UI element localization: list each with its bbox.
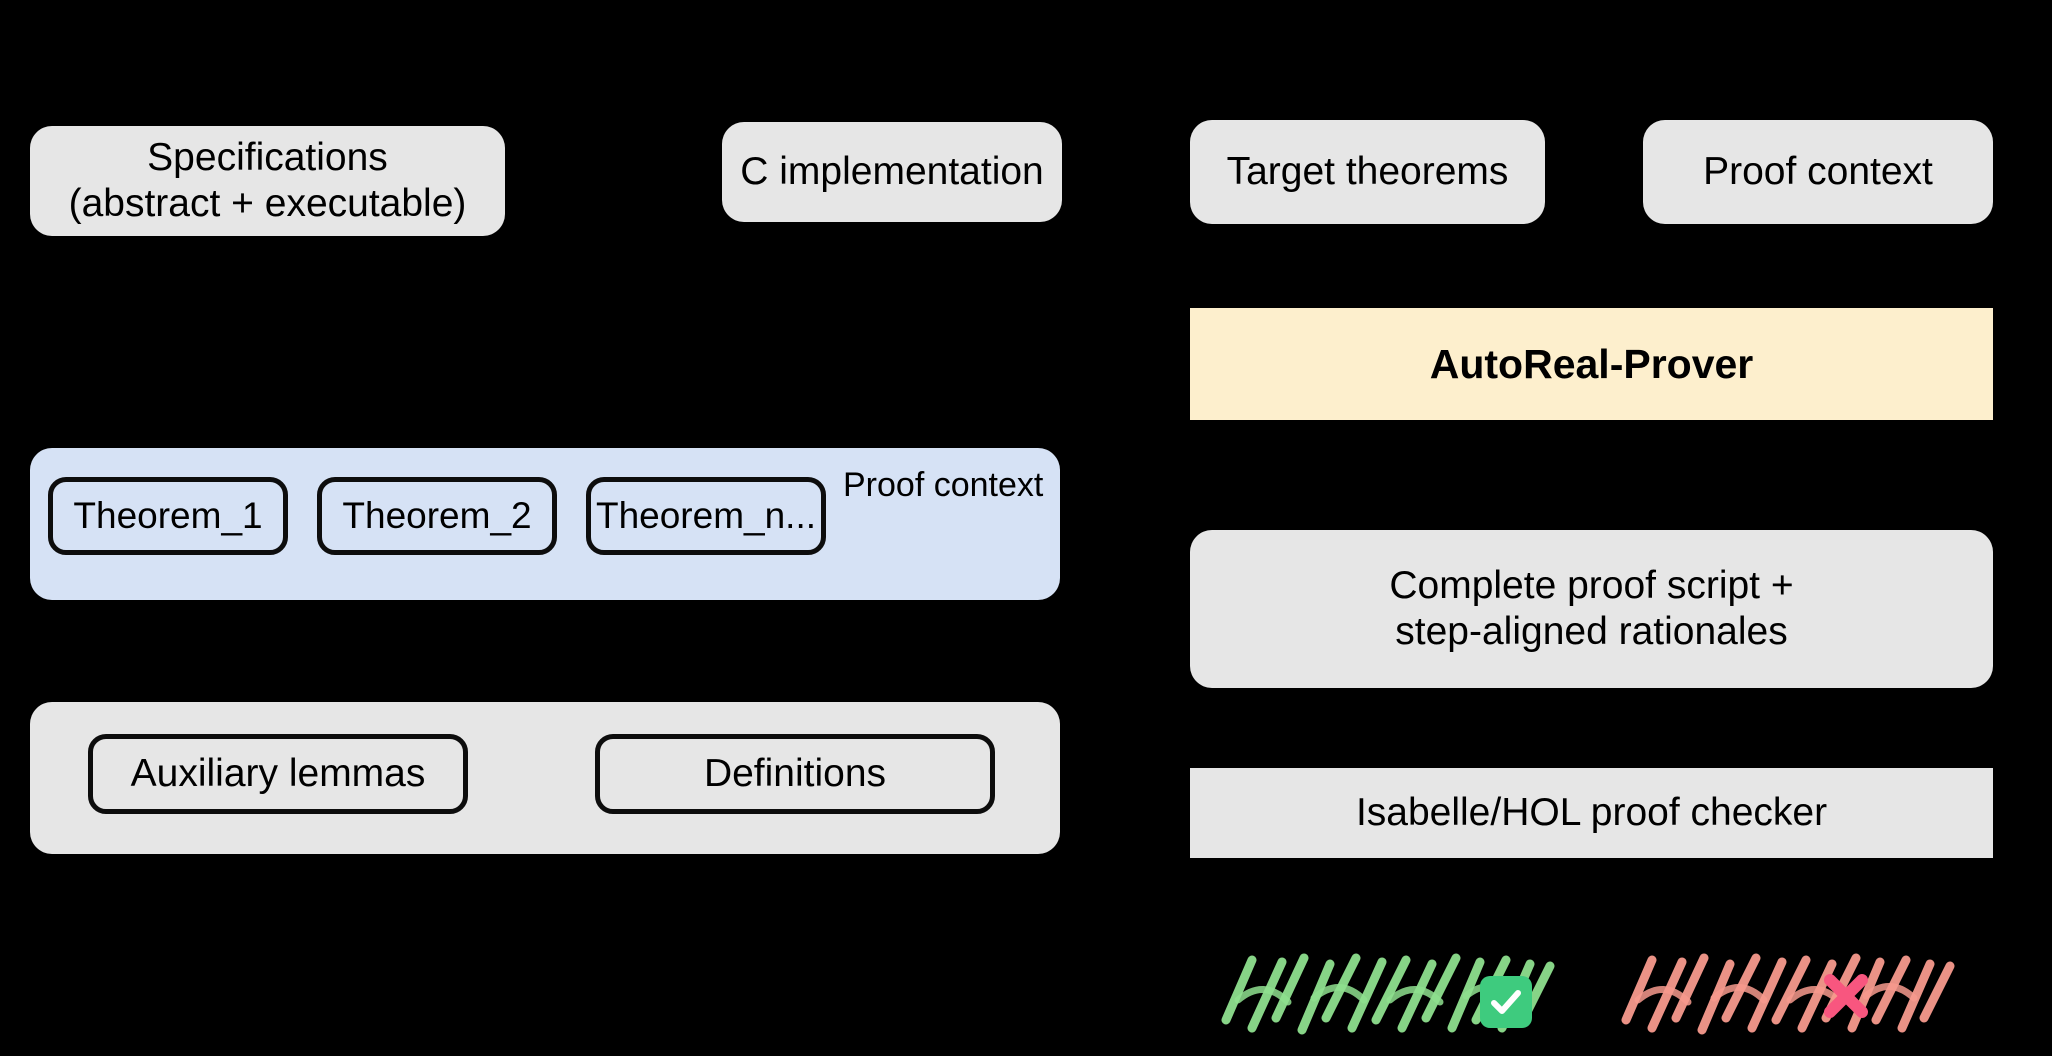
proof-context-box[interactable]: Proof context — [1643, 120, 1993, 224]
auxiliary-lemmas-box[interactable]: Auxiliary lemmas — [88, 734, 468, 814]
specifications-box[interactable]: Specifications (abstract + executable) — [30, 126, 505, 236]
check-mark-icon — [1480, 976, 1532, 1028]
cross-mark-icon — [1818, 968, 1874, 1024]
theorem-context-container: Theorem_1 Theorem_2 Theorem_n... — [30, 448, 1060, 600]
theorem-box-2[interactable]: Theorem_2 — [317, 477, 557, 555]
isabelle-hol-checker-box[interactable]: Isabelle/HOL proof checker — [1190, 768, 1993, 858]
definitions-box[interactable]: Definitions — [595, 734, 995, 814]
proof-script-output-box[interactable]: Complete proof script + step-aligned rat… — [1190, 530, 1993, 688]
target-theorems-box[interactable]: Target theorems — [1190, 120, 1545, 224]
theorem-box-1[interactable]: Theorem_1 — [48, 477, 288, 555]
autoreal-prover-box[interactable]: AutoReal-Prover — [1190, 308, 1993, 420]
accepted-proof-scribble — [1218, 948, 1558, 1048]
c-implementation-box[interactable]: C implementation — [722, 122, 1062, 222]
knowledge-container: Auxiliary lemmas Definitions — [30, 702, 1060, 854]
theorem-box-n[interactable]: Theorem_n... — [586, 477, 826, 555]
rejected-proof-scribble — [1618, 948, 1958, 1048]
proof-context-feedback-label: Proof context — [843, 466, 1044, 504]
